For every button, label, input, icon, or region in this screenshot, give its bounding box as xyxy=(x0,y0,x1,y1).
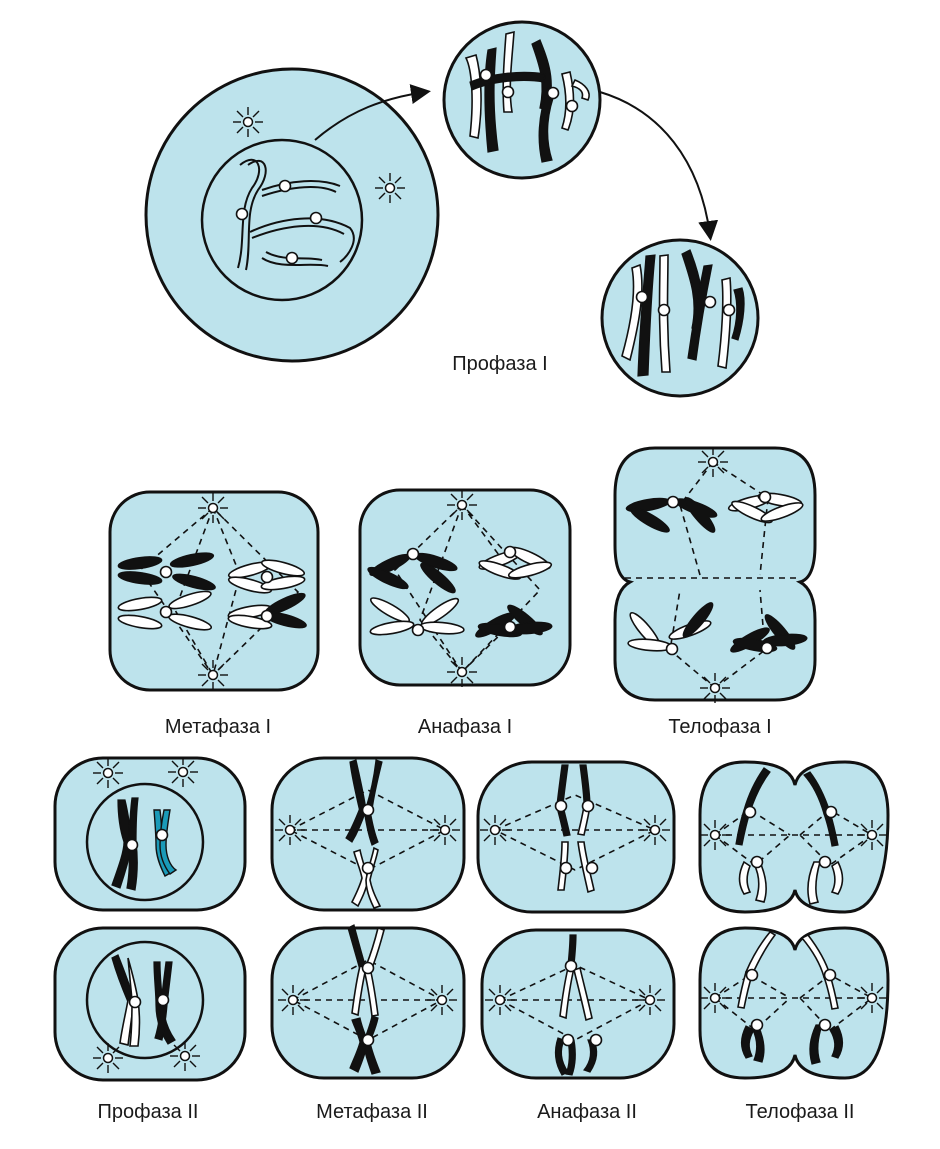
centrosome-icon xyxy=(697,446,729,478)
centrosome-icon xyxy=(446,656,478,688)
telophase2-cell-top xyxy=(698,760,890,914)
centrosome-icon xyxy=(92,757,124,789)
stage-label: Профаза II xyxy=(98,1101,199,1123)
centrosome-icon xyxy=(856,982,888,1014)
centrosome-icon xyxy=(856,819,888,851)
centrosome-icon xyxy=(484,984,516,1016)
metaphase2-cell-bottom xyxy=(270,926,466,1080)
metaphase1-group: Метафаза I xyxy=(108,490,320,738)
centrosome-icon xyxy=(699,982,731,1014)
centrosome-icon xyxy=(426,984,458,1016)
telophase1-cell xyxy=(613,446,817,702)
telophase2-cell-bottom xyxy=(698,926,890,1080)
centrosome-icon xyxy=(197,492,229,524)
centrosome-icon xyxy=(92,1042,124,1074)
anaphase2-cell-top xyxy=(476,760,676,914)
centrosome-icon xyxy=(277,984,309,1016)
stage-label: Телофаза II xyxy=(746,1101,855,1123)
prophase1-zoom-2 xyxy=(600,238,760,398)
centrosome-icon xyxy=(374,172,406,204)
centrosome-icon xyxy=(699,819,731,851)
metaphase1-cell xyxy=(108,490,320,692)
centrosome-icon xyxy=(274,814,306,846)
arrow-icon xyxy=(599,91,719,241)
telophase2-group: Телофаза II xyxy=(698,760,890,1123)
stage-label: Метафаза II xyxy=(316,1101,428,1123)
centromere xyxy=(278,179,292,193)
stage-label: Метафаза I xyxy=(165,716,271,738)
metaphase2-cell-top xyxy=(270,756,466,912)
prophase2-nucleus-top xyxy=(85,782,205,902)
stage-label: Профаза I xyxy=(452,353,547,375)
metaphase2-group: Метафаза II xyxy=(270,756,466,1123)
prophase2-group: Профаза II xyxy=(53,756,247,1123)
anaphase2-cell-bottom xyxy=(480,928,676,1080)
crossing-over-chromatids xyxy=(621,249,745,377)
centromere xyxy=(285,251,299,265)
telophase1-group: Телофаза I xyxy=(613,446,817,738)
centrosome-icon xyxy=(167,756,199,788)
prophase1-group: Профаза I xyxy=(144,20,760,398)
centrosome-icon xyxy=(232,106,264,138)
centromere xyxy=(309,211,323,225)
centrosome-icon xyxy=(639,814,671,846)
stage-label: Анафаза I xyxy=(418,716,512,738)
centrosome-icon xyxy=(197,659,229,691)
centrosome-icon xyxy=(169,1040,201,1072)
anaphase1-group: Анафаза I xyxy=(358,488,572,738)
prophase2-nucleus-bottom xyxy=(85,940,205,1060)
anaphase2-group: Анафаза II xyxy=(476,760,676,1123)
stage-label: Анафаза II xyxy=(537,1101,637,1123)
centrosome-icon xyxy=(446,489,478,521)
centromere xyxy=(235,207,249,221)
arrow-icon xyxy=(314,84,431,141)
centrosome-icon xyxy=(699,672,731,704)
prophase1-zoom-1 xyxy=(442,20,602,180)
centrosome-icon xyxy=(634,984,666,1016)
chromatin-threads xyxy=(237,158,355,271)
prophase1-nucleus xyxy=(200,138,364,302)
stage-label: Телофаза I xyxy=(668,716,771,738)
centrosome-icon xyxy=(479,814,511,846)
centrosome-icon xyxy=(429,814,461,846)
